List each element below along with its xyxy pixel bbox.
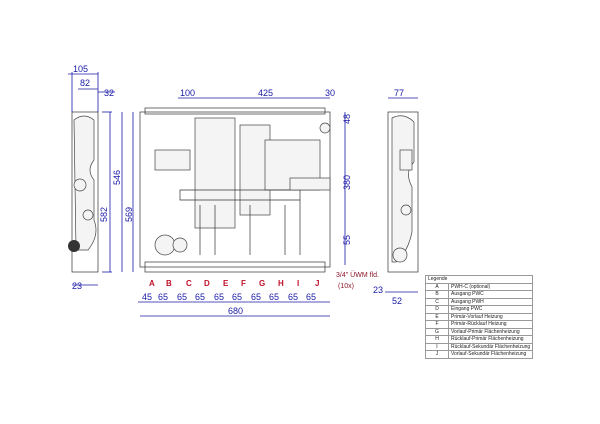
legend-text: Primär-Vorlauf Heizung	[447, 312, 534, 321]
dim-582: 582	[99, 207, 109, 222]
bottom-dimensions: 45 65 65 65 65 65 65 65 65 65 680	[142, 292, 316, 316]
dim-45: 45	[142, 292, 152, 302]
legend-text: PWH-C (optional)	[447, 282, 534, 291]
connection-note-line2: (10x)	[338, 283, 354, 290]
dim-23-left: 23	[72, 281, 82, 291]
dim-546: 546	[112, 170, 122, 185]
dim-32: 32	[104, 88, 114, 98]
legend-key: E	[425, 312, 449, 321]
connection-labels: A B C D E F G H I J	[149, 279, 319, 288]
connection-label-d: D	[204, 279, 210, 288]
dim-77: 77	[394, 88, 404, 98]
front-view	[121, 97, 346, 317]
legend-text: Ausgang PWH	[447, 297, 534, 306]
legend-key: C	[425, 297, 449, 306]
legend-key: D	[425, 305, 449, 314]
connection-label-e: E	[223, 279, 229, 288]
legend-text: Rücklauf-Primär Flächenheizung	[447, 335, 534, 344]
legend-title: Legende	[424, 275, 534, 284]
dim-65: 65	[251, 292, 261, 302]
legend-key: H	[425, 335, 449, 344]
dim-100: 100	[180, 88, 195, 98]
dim-105: 105	[73, 64, 88, 74]
legend-key: B	[425, 290, 449, 299]
legend-text: Vorlauf-Primär Flächenheizung	[447, 327, 534, 336]
legend-text: Primär-Rücklauf Heizung	[447, 320, 534, 329]
connection-label-g: G	[259, 279, 265, 288]
legend-text: Rücklauf-Sekundär Flächenheizung	[447, 342, 534, 351]
dim-680: 680	[228, 306, 243, 316]
legend-text: Ausgang PWC	[447, 290, 534, 299]
dim-65: 65	[306, 292, 316, 302]
dim-569: 569	[124, 207, 134, 222]
dim-65: 65	[269, 292, 279, 302]
dim-65: 65	[288, 292, 298, 302]
dim-23-right: 23	[373, 285, 383, 295]
connection-label-c: C	[186, 279, 192, 288]
dim-65: 65	[214, 292, 224, 302]
dim-52: 52	[392, 296, 402, 306]
connection-label-i: I	[297, 279, 299, 288]
legend-text: Vorlauf-Sekundär Flächenheizung	[447, 350, 534, 359]
dim-82: 82	[80, 78, 90, 88]
legend-key: I	[425, 342, 449, 351]
dim-30: 30	[325, 88, 335, 98]
dim-48: 48	[342, 114, 352, 124]
legend-text: Eingang PWC	[447, 305, 534, 314]
connection-note-line1: 3/4" ÜWM fld.	[336, 271, 379, 279]
dim-380: 380	[342, 175, 352, 190]
legend-key: J	[425, 350, 449, 359]
connection-label-h: H	[278, 279, 284, 288]
dim-65: 65	[195, 292, 205, 302]
connection-label-j: J	[315, 279, 319, 288]
connection-label-a: A	[149, 279, 155, 288]
dim-65: 65	[232, 292, 242, 302]
dim-65: 65	[177, 292, 187, 302]
right-side-view	[385, 97, 419, 293]
dim-65: 65	[158, 292, 168, 302]
connection-label-b: B	[166, 279, 172, 288]
connection-label-f: F	[241, 279, 246, 288]
legend-key: F	[425, 320, 449, 329]
legend-key: G	[425, 327, 449, 336]
left-side-view	[68, 72, 115, 286]
legend-key: A	[425, 282, 449, 291]
dim-425: 425	[258, 88, 273, 98]
dim-55: 55	[342, 235, 352, 245]
